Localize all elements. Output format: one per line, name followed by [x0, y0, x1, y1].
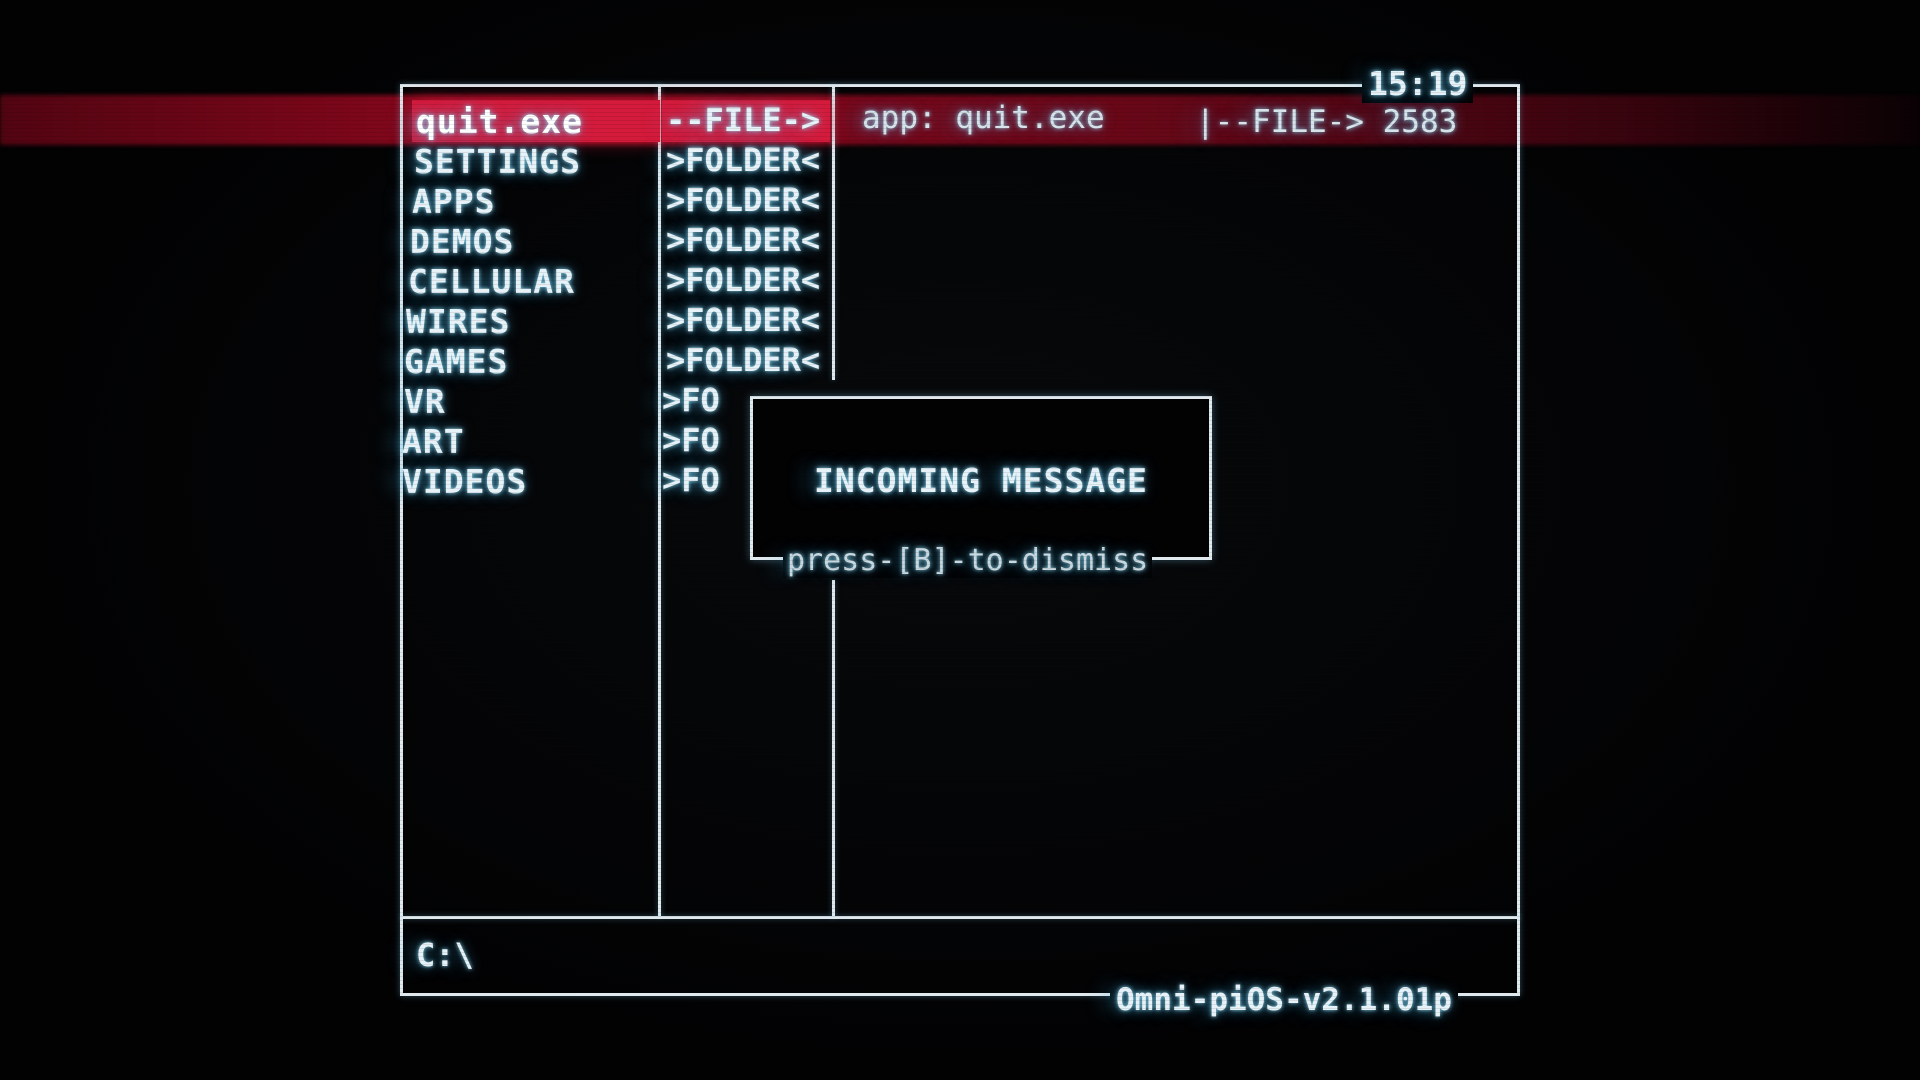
- type-tag-folder: >FOLDER<: [666, 221, 821, 259]
- dismiss-hint: press-[B]-to-dismiss: [783, 543, 1153, 578]
- menu-item-apps[interactable]: APPS: [412, 182, 496, 221]
- selected-item-highlight: [412, 100, 660, 142]
- command-line-divider: [400, 916, 1520, 919]
- menu-item-quit[interactable]: quit.exe: [416, 102, 583, 141]
- type-tag-folder: >FOLDER<: [666, 261, 821, 299]
- selection-glow-band: [0, 95, 1920, 145]
- menu-item-art[interactable]: ART: [402, 422, 465, 461]
- dialog-title: INCOMING MESSAGE: [814, 461, 1148, 500]
- main-window-frame: [400, 84, 1520, 996]
- menu-item-videos[interactable]: VIDEOS: [402, 462, 528, 501]
- type-tag-folder: >FOLDER<: [666, 181, 821, 219]
- type-tag-folder: >FO: [662, 461, 720, 499]
- details-file-size: |--FILE-> 2583: [1196, 104, 1458, 140]
- type-tag-file: --FILE->: [666, 101, 821, 139]
- type-tag-folder: >FOLDER<: [666, 301, 821, 339]
- column-divider-right: [832, 84, 835, 380]
- clock-display: 15:19: [1362, 64, 1474, 103]
- menu-item-cellular[interactable]: CELLULAR: [408, 262, 575, 301]
- menu-item-demos[interactable]: DEMOS: [410, 222, 515, 261]
- type-tag-folder: >FO: [662, 381, 720, 419]
- column-divider-right-lower: [832, 580, 835, 918]
- type-tag-folder: >FOLDER<: [666, 141, 821, 179]
- details-app-name: app: quit.exe: [862, 100, 1105, 136]
- menu-item-settings[interactable]: SETTINGS: [414, 142, 581, 181]
- selected-tag-highlight: [662, 100, 830, 142]
- menu-item-vr[interactable]: VR: [404, 382, 446, 421]
- column-divider-left: [658, 84, 661, 918]
- incoming-message-dialog[interactable]: INCOMING MESSAGE press-[B]-to-dismiss: [750, 396, 1212, 578]
- os-version-label: Omni-piOS-v2.1.01p: [1110, 982, 1458, 1018]
- menu-item-games[interactable]: GAMES: [404, 342, 509, 381]
- type-tag-folder: >FOLDER<: [666, 341, 821, 379]
- type-tag-folder: >FO: [662, 421, 720, 459]
- command-prompt[interactable]: C:\: [416, 936, 474, 974]
- menu-item-wires[interactable]: WIRES: [406, 302, 511, 341]
